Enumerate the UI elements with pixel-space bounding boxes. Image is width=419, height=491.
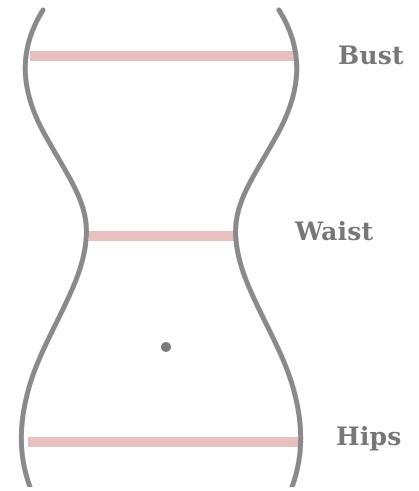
waist-label: Waist [295,219,373,244]
bust-label: Bust [338,43,404,68]
right-body-contour [235,10,300,487]
hips-label: Hips [336,424,401,449]
left-body-contour [21,10,86,487]
navel-dot [161,342,171,352]
